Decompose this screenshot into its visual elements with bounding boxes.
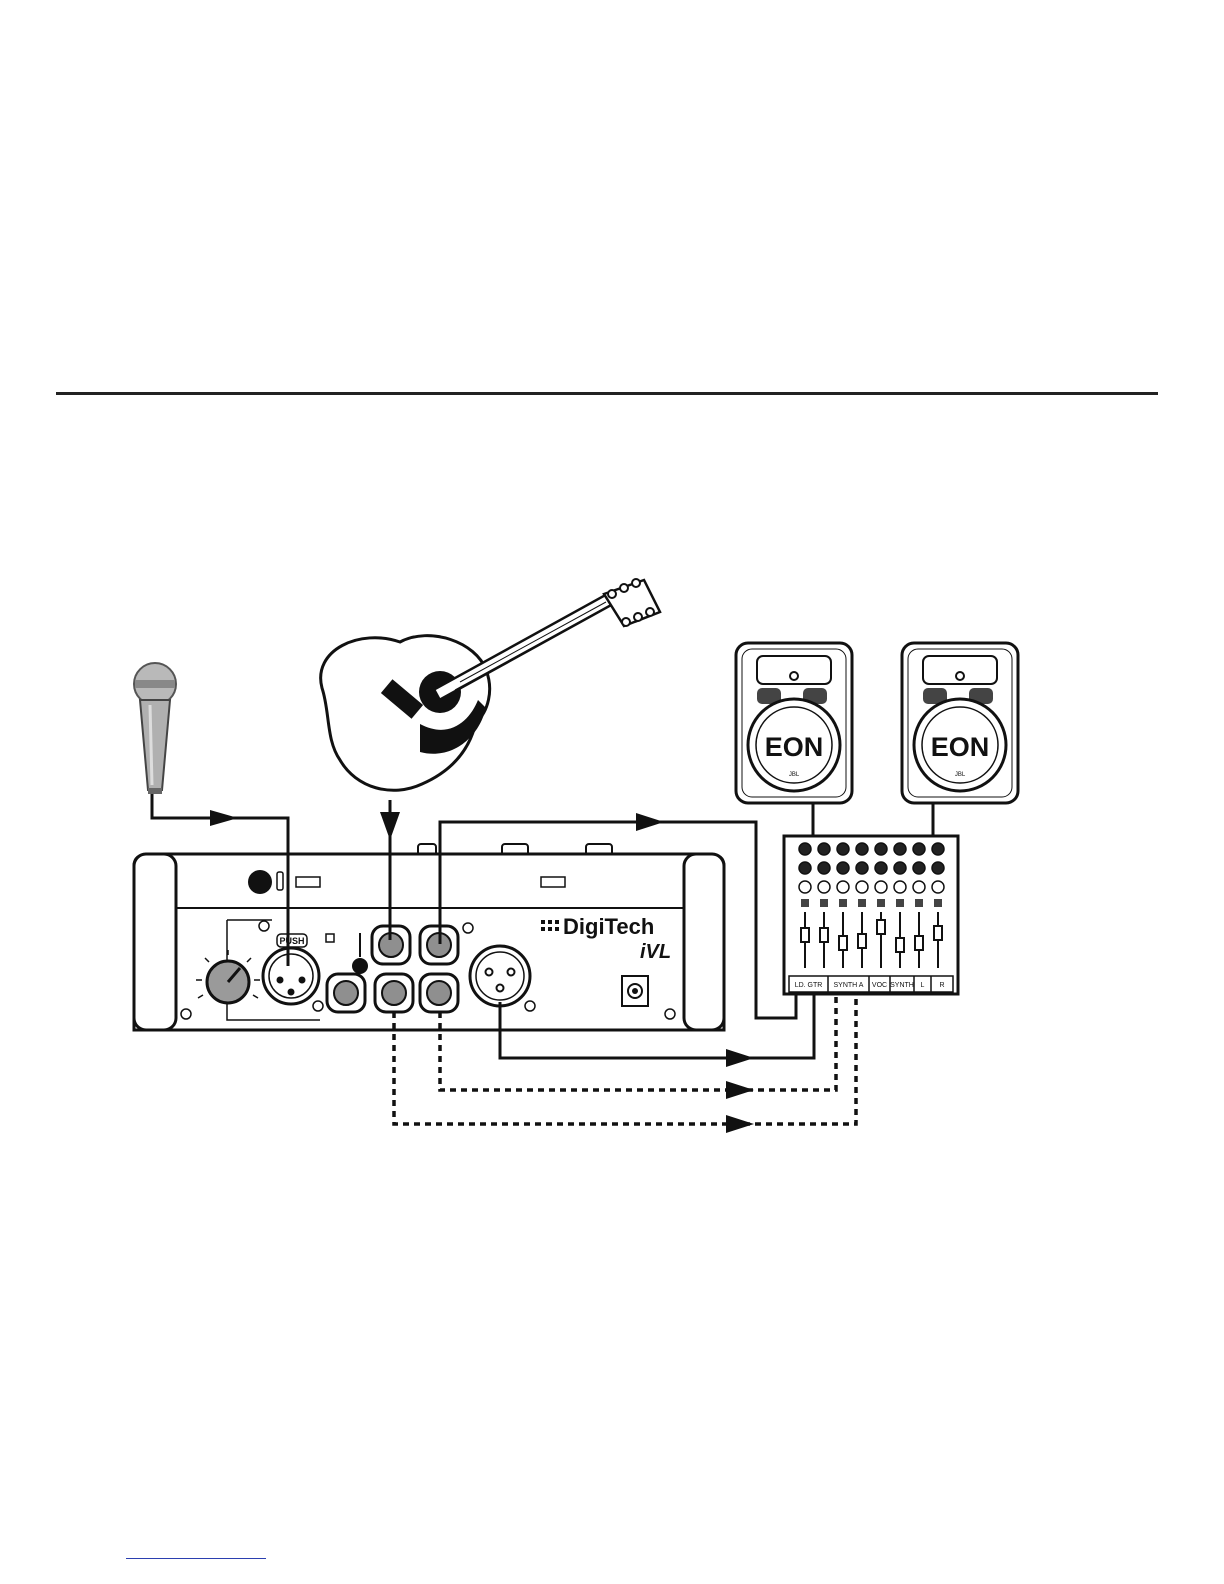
mixer-knob [856, 843, 868, 855]
mixer-knob [856, 862, 868, 874]
mixer-knob [913, 881, 925, 893]
mixer-button [915, 899, 923, 907]
model-name: iVL [640, 941, 671, 963]
mixer-knob [894, 843, 906, 855]
mixer-knob [913, 862, 925, 874]
speaker-right: EON JBL [902, 643, 1018, 803]
speaker-logo: EON [765, 732, 824, 762]
digitech-ivl-unit: PUSH [134, 844, 724, 1030]
mixer-button [801, 899, 809, 907]
mixer-knob [932, 862, 944, 874]
fader-cap [934, 926, 942, 940]
speaker-logo: EON [931, 732, 990, 762]
mixer-knob [913, 843, 925, 855]
mixer-knob [799, 862, 811, 874]
mixer-knob [837, 862, 849, 874]
mixer-channel-label: VOC [872, 982, 887, 989]
mixer-knob [932, 881, 944, 893]
mixer-button [877, 899, 885, 907]
acoustic-guitar-icon [321, 579, 660, 790]
speaker-left: EON JBL [736, 643, 852, 803]
mixer-knob [818, 881, 830, 893]
fader-cap [896, 938, 904, 952]
fader-cap [820, 928, 828, 942]
mixer-knob [818, 843, 830, 855]
mixer-knob [875, 843, 887, 855]
mixer-channel-label: R [939, 982, 944, 989]
mixer-button [934, 899, 942, 907]
mixer-button [896, 899, 904, 907]
mixer-button [820, 899, 828, 907]
xlr-output [470, 946, 530, 1006]
mixer-button [858, 899, 866, 907]
mixer-knob [932, 843, 944, 855]
mixer-knob [818, 862, 830, 874]
speaker-badge: JBL [955, 772, 966, 778]
mixer-button [839, 899, 847, 907]
footer-link-underline [126, 1558, 266, 1559]
mixer-knob [799, 881, 811, 893]
speaker-badge: JBL [789, 772, 800, 778]
mixer-knob [837, 843, 849, 855]
microphone-icon [134, 663, 176, 794]
mixer-channel-label: SYNTH A [834, 982, 864, 989]
mixer-knob [894, 862, 906, 874]
fader-cap [839, 936, 847, 950]
mixer-channel-label: L [921, 982, 925, 989]
fader-cap [801, 928, 809, 942]
mixer-channel-label: LD. GTR [795, 982, 823, 989]
mixer-knob [856, 881, 868, 893]
fader-cap [877, 920, 885, 934]
mixer-knob [799, 843, 811, 855]
mixer-knob [837, 881, 849, 893]
mixer-knob [875, 862, 887, 874]
brand-name: DigiTech [563, 914, 654, 939]
push-button-label: PUSH [279, 936, 304, 946]
mixer-knob [894, 881, 906, 893]
fader-cap [915, 936, 923, 950]
mixer-knob [875, 881, 887, 893]
fader-cap [858, 934, 866, 948]
mixer-channel-label: SYNTH [890, 982, 914, 989]
